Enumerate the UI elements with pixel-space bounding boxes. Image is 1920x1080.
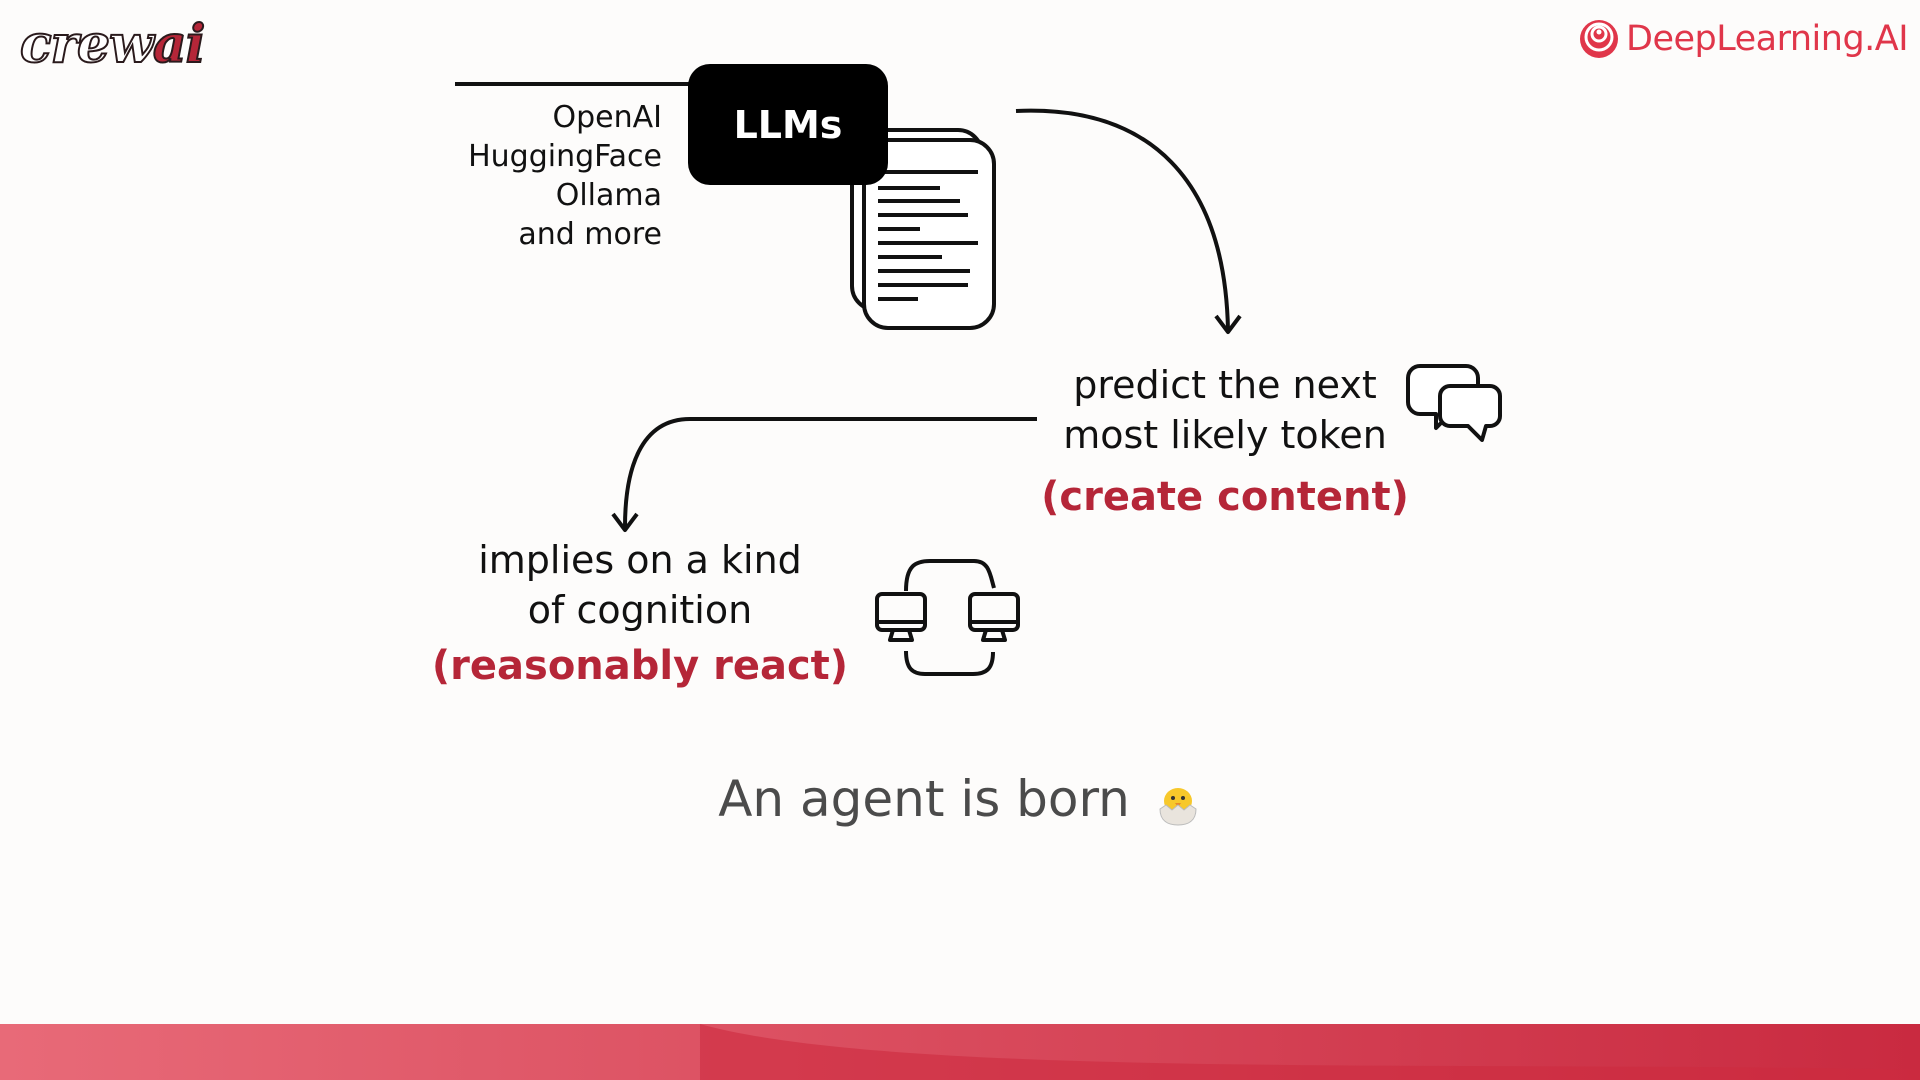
deeplearning-text: DeepLearning.AI bbox=[1626, 19, 1909, 59]
cognition-block: implies on a kind of cognition (reasonab… bbox=[420, 535, 860, 691]
deeplearning-mark-icon bbox=[1580, 20, 1618, 58]
footer-wave bbox=[700, 1024, 1920, 1080]
computers-exchange-icon bbox=[875, 559, 1020, 676]
chat-bubbles-icon bbox=[1406, 364, 1502, 442]
llm-box: LLMs bbox=[688, 64, 888, 185]
predict-block: predict the next most likely token (crea… bbox=[1000, 360, 1450, 522]
deeplearning-logo: DeepLearning.AI bbox=[1578, 18, 1909, 60]
document-stack-icon bbox=[850, 128, 996, 330]
cognition-line-1: implies on a kind bbox=[478, 538, 802, 582]
cognition-line-2: of cognition bbox=[527, 588, 753, 632]
provider-item: HuggingFace bbox=[468, 139, 662, 174]
predict-line-2: most likely token bbox=[1063, 413, 1387, 457]
llm-providers-list: OpenAI HuggingFace Ollama and more bbox=[468, 98, 662, 254]
logo-ai-text: ai bbox=[152, 13, 206, 76]
provider-item: OpenAI bbox=[552, 100, 663, 135]
llm-label: LLMs bbox=[733, 102, 843, 147]
provider-item: Ollama bbox=[555, 178, 662, 213]
caption: An agent is born bbox=[0, 770, 1920, 828]
predict-accent: (create content) bbox=[1041, 474, 1409, 520]
curved-arrow-icon bbox=[611, 417, 1037, 532]
provider-item: and more bbox=[518, 217, 662, 252]
curved-arrow-icon bbox=[1015, 108, 1242, 334]
logo-crew-text: crew bbox=[19, 13, 155, 76]
predict-line-1: predict the next bbox=[1073, 363, 1377, 407]
cognition-accent: (reasonably react) bbox=[431, 643, 849, 689]
hatching-chick-icon bbox=[1159, 787, 1197, 826]
crewai-logo: crewai bbox=[19, 13, 206, 76]
caption-text: An agent is born bbox=[718, 770, 1130, 828]
